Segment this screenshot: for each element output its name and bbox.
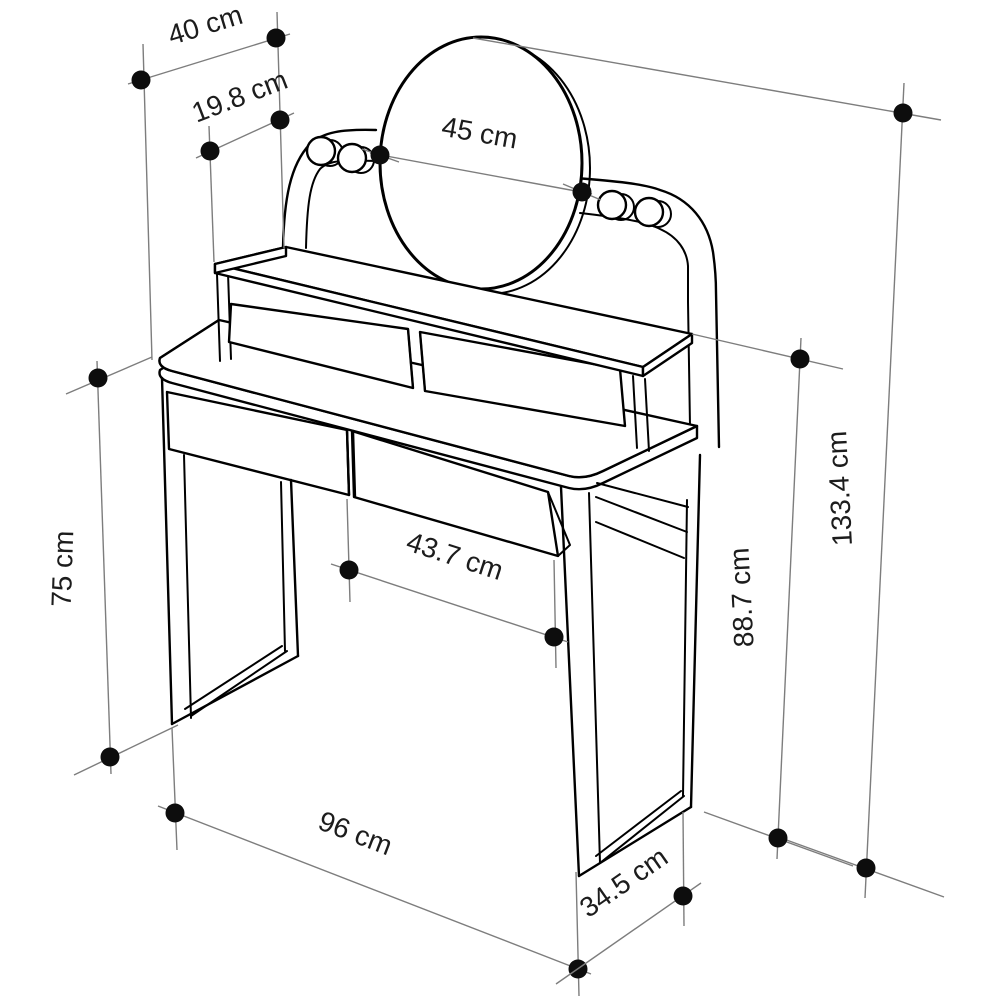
dim-dot [88, 368, 108, 388]
right-leg-back [689, 453, 702, 809]
mirror-glass [378, 35, 584, 291]
drawer-divider [345, 428, 357, 499]
dim-label-overall-height: 133.4 cm [821, 430, 858, 547]
shelf-right-end [641, 332, 694, 378]
dimension-line [330, 563, 569, 643]
right-leg-front-inner [588, 492, 601, 864]
dim-dot [572, 182, 592, 202]
shelf-left-end [213, 245, 288, 275]
extension-line [171, 727, 580, 997]
dimension-tabletop-height: 75 cm [46, 356, 179, 776]
extension-line [142, 11, 285, 361]
bulb-icon [305, 135, 337, 167]
left-leg-back-inner [280, 481, 286, 652]
dim-dot [370, 145, 390, 165]
dimension-shelf-height: 88.7 cm [691, 333, 854, 867]
dim-dot [339, 560, 359, 580]
right-leg-foot [577, 805, 693, 878]
upper-drawers [227, 302, 627, 428]
dim-label-base-depth: 34.5 cm [574, 841, 673, 924]
extension-line [682, 811, 685, 927]
dim-dot [856, 858, 876, 878]
dimension-mirror-diameter: 45 cm [361, 111, 602, 202]
right-leg-front [559, 485, 581, 878]
left-leg-front-inner [183, 454, 192, 719]
dim-dot [270, 110, 290, 130]
shelf-support-post [632, 375, 650, 452]
dim-dot [100, 747, 120, 767]
dimension-shelf-depth: 19.8 cm [188, 64, 295, 263]
dimension-overall-depth: 40 cm [127, 0, 291, 361]
dimension-overall-height: 133.4 cm [472, 37, 945, 899]
bulb-icon [633, 196, 665, 228]
bulb-icon [596, 189, 628, 221]
extension-line [691, 333, 854, 867]
main-drawers [165, 390, 571, 558]
dim-label-shelf-height: 88.7 cm [723, 547, 759, 648]
dimension-line [157, 805, 592, 975]
dim-dot [893, 103, 913, 123]
dimension-line [776, 337, 802, 860]
dim-dot [165, 803, 185, 823]
dim-dot [131, 70, 151, 90]
dim-label-overall-depth: 40 cm [164, 0, 246, 51]
dim-dot [768, 828, 788, 848]
dimension-line [127, 33, 291, 85]
arch-right-outer [573, 176, 721, 449]
right-leg-frame [559, 453, 702, 878]
left-leg-front [160, 376, 174, 726]
left-leg-foot [170, 654, 300, 726]
arch-frame [281, 128, 721, 449]
dimension-line [369, 152, 593, 195]
dim-dot [266, 28, 286, 48]
right-leg-back-inner [682, 499, 688, 797]
dim-dot [200, 141, 220, 161]
right-leg-foot-inner [595, 790, 685, 864]
dim-dot [790, 349, 810, 369]
extension-line [346, 498, 557, 669]
dimension-overall-width: 96 cm [157, 727, 592, 997]
dim-label-tabletop-height: 75 cm [46, 530, 80, 607]
dimension-line [96, 360, 112, 775]
dim-dot [544, 627, 564, 647]
bulb-icon [336, 142, 368, 174]
dim-dot [673, 886, 693, 906]
mirror [378, 35, 591, 295]
drawer-right-side [547, 491, 571, 557]
arch-right-inner [579, 212, 691, 427]
left-leg-foot-inner [184, 645, 288, 717]
light-bulbs [305, 135, 672, 228]
left-leg-back [289, 478, 300, 658]
arch-left-inner [305, 159, 379, 249]
dimension-line [864, 82, 905, 899]
upper-drawer-divider [407, 328, 426, 392]
left-leg-frame [160, 376, 300, 726]
extension-line [65, 356, 179, 776]
dim-label-overall-width: 96 cm [314, 805, 396, 861]
side-rails [595, 482, 689, 559]
